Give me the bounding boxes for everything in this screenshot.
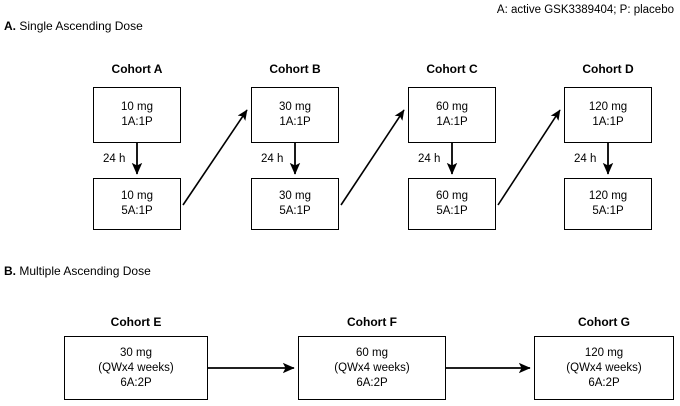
dose-amount: 60 mg (436, 101, 468, 113)
dose-ratio: 5A:1P (592, 205, 624, 217)
dose-ratio: 6A:2P (588, 376, 620, 389)
dose-box-cohort-g: 120 mg (QWx4 weeks) 6A:2P (534, 336, 674, 400)
dose-box-cohort-a-first: 10 mg 1A:1P (93, 87, 181, 143)
arrow-escalation-a-to-b (182, 109, 248, 206)
cohort-title-g: Cohort G (578, 315, 630, 329)
cohort-title-d: Cohort D (582, 62, 634, 76)
dose-schedule: (QWx4 weeks) (98, 361, 174, 374)
dose-ratio: 1A:1P (121, 116, 153, 128)
interval-label-cohort-a: 24 h (103, 153, 126, 165)
dose-box-cohort-f: 60 mg (QWx4 weeks) 6A:2P (298, 336, 446, 400)
panel-a-letter: A. (4, 19, 16, 33)
dose-amount: 10 mg (121, 190, 153, 202)
interval-label-cohort-d: 24 h (574, 153, 597, 165)
panel-a-caption: Single Ascending Dose (19, 19, 143, 33)
dose-schedule: (QWx4 weeks) (566, 361, 642, 374)
dose-box-cohort-b-first: 30 mg 1A:1P (251, 87, 339, 143)
dose-amount: 60 mg (436, 190, 468, 202)
arrow-escalation-c-to-d (497, 109, 561, 206)
dose-box-cohort-a-second: 10 mg 5A:1P (93, 178, 181, 230)
dose-schedule: (QWx4 weeks) (334, 361, 410, 374)
panel-a-heading: A. Single Ascending Dose (4, 19, 143, 34)
dose-ratio: 1A:1P (279, 116, 311, 128)
dose-box-cohort-c-second: 60 mg 5A:1P (408, 178, 496, 230)
legend-abbreviation-note: A: active GSK3389404; P: placebo (496, 4, 674, 16)
panel-b-caption: Multiple Ascending Dose (19, 264, 151, 278)
cohort-title-c: Cohort C (426, 62, 478, 76)
dose-ratio: 5A:1P (279, 205, 311, 217)
arrow-escalation-b-to-c (340, 109, 405, 206)
dose-amount: 120 mg (584, 346, 624, 359)
dose-box-cohort-d-second: 120 mg 5A:1P (564, 178, 652, 230)
dose-box-cohort-b-second: 30 mg 5A:1P (251, 178, 339, 230)
dose-amount: 120 mg (588, 190, 628, 202)
dose-box-cohort-e: 30 mg (QWx4 weeks) 6A:2P (64, 336, 208, 400)
dose-amount: 30 mg (279, 101, 311, 113)
cohort-title-a: Cohort A (111, 62, 163, 76)
dose-ratio: 6A:2P (356, 376, 388, 389)
dose-ratio: 6A:2P (120, 376, 152, 389)
dose-ratio: 5A:1P (121, 205, 153, 217)
dose-amount: 120 mg (588, 101, 628, 113)
dose-amount: 10 mg (121, 101, 153, 113)
panel-b-heading: B. Multiple Ascending Dose (4, 264, 151, 279)
dose-ratio: 5A:1P (436, 205, 468, 217)
dose-ratio: 1A:1P (592, 116, 624, 128)
cohort-title-f: Cohort F (347, 315, 397, 329)
dose-box-cohort-d-first: 120 mg 1A:1P (564, 87, 652, 143)
interval-label-cohort-c: 24 h (418, 153, 441, 165)
cohort-title-e: Cohort E (110, 315, 162, 329)
dose-amount: 60 mg (356, 346, 388, 359)
dose-amount: 30 mg (279, 190, 311, 202)
dose-amount: 30 mg (120, 346, 152, 359)
cohort-title-b: Cohort B (269, 62, 321, 76)
dose-box-cohort-c-first: 60 mg 1A:1P (408, 87, 496, 143)
interval-label-cohort-b: 24 h (261, 153, 284, 165)
panel-b-letter: B. (4, 264, 16, 278)
dose-ratio: 1A:1P (436, 116, 468, 128)
